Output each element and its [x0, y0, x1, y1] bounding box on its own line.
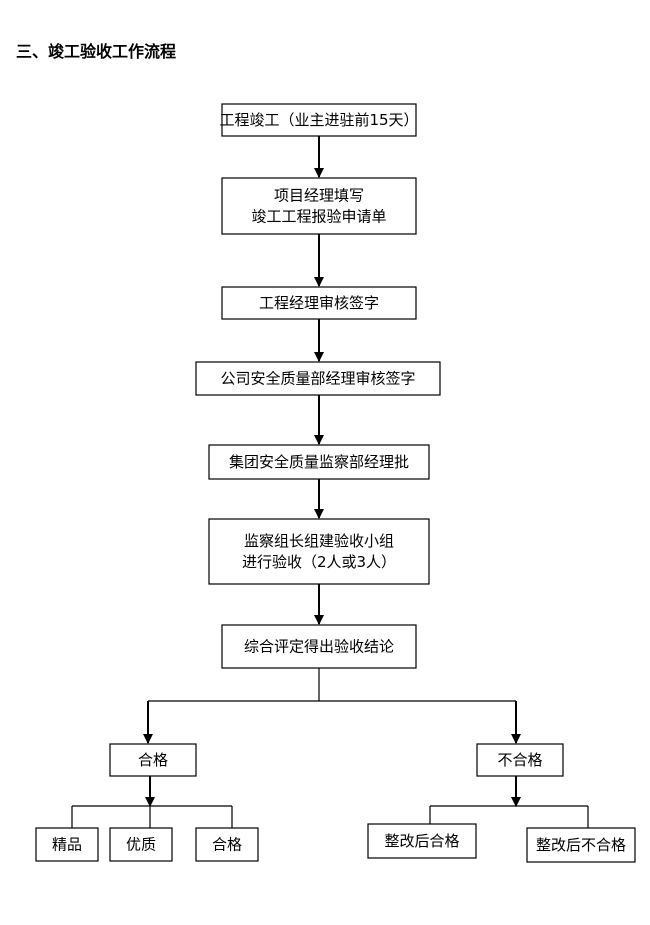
node-box [208, 444, 430, 480]
node-label: 项目经理填写 [274, 187, 364, 205]
node-label: 工程经理审核签字 [259, 294, 379, 312]
node-box [367, 823, 477, 859]
node-pass: 合格 [109, 743, 197, 777]
node-box [109, 827, 173, 862]
node-rectify-pass: 整改后合格 [367, 823, 477, 859]
node-box [221, 103, 417, 137]
page-heading: 三、竣工验收工作流程 [16, 42, 177, 61]
node-rectify-fail: 整改后不合格 [526, 827, 636, 863]
node-box [208, 518, 430, 585]
flow-connectors [71, 136, 589, 828]
node-conclusion: 综合评定得出验收结论 [221, 624, 417, 669]
node-qualified: 合格 [195, 827, 259, 862]
node-group-qa: 集团安全质量监察部经理批 [208, 444, 430, 480]
node-box [109, 743, 197, 777]
node-label: 不合格 [497, 751, 542, 769]
node-fail: 不合格 [476, 743, 564, 777]
node-label: 综合评定得出验收结论 [244, 638, 394, 656]
node-box [195, 827, 259, 862]
node-label: 优质 [126, 836, 156, 854]
node-good: 优质 [109, 827, 173, 862]
node-box [221, 286, 417, 320]
node-completion: 工程竣工（业主进驻前15天） [219, 103, 419, 137]
node-label: 公司安全质量部经理审核签字 [220, 370, 415, 388]
node-label: 整改后不合格 [536, 836, 626, 854]
node-box [35, 827, 99, 862]
node-label: 合格 [138, 751, 168, 769]
node-box [195, 361, 441, 396]
node-box [221, 177, 417, 235]
flow-nodes: 工程竣工（业主进驻前15天） 项目经理填写竣工工程报验申请单工程经理审核签字公司安… [35, 103, 636, 863]
node-excellent: 精品 [35, 827, 99, 862]
node-label: 进行验收（2人或3人） [242, 553, 396, 571]
node-box [221, 624, 417, 669]
node-company-qa: 公司安全质量部经理审核签字 [195, 361, 441, 396]
node-eng-manager: 工程经理审核签字 [221, 286, 417, 320]
node-box [476, 743, 564, 777]
node-label: 监察组长组建验收小组 [244, 532, 394, 550]
node-label: 工程竣工（业主进驻前15天） [219, 111, 418, 129]
node-label: 精品 [52, 836, 82, 854]
node-box [526, 827, 636, 863]
node-label: 竣工工程报验申请单 [251, 208, 386, 226]
node-label: 合格 [212, 836, 242, 854]
node-label: 整改后合格 [384, 832, 459, 850]
node-label: 集团安全质量监察部经理批 [229, 453, 409, 471]
